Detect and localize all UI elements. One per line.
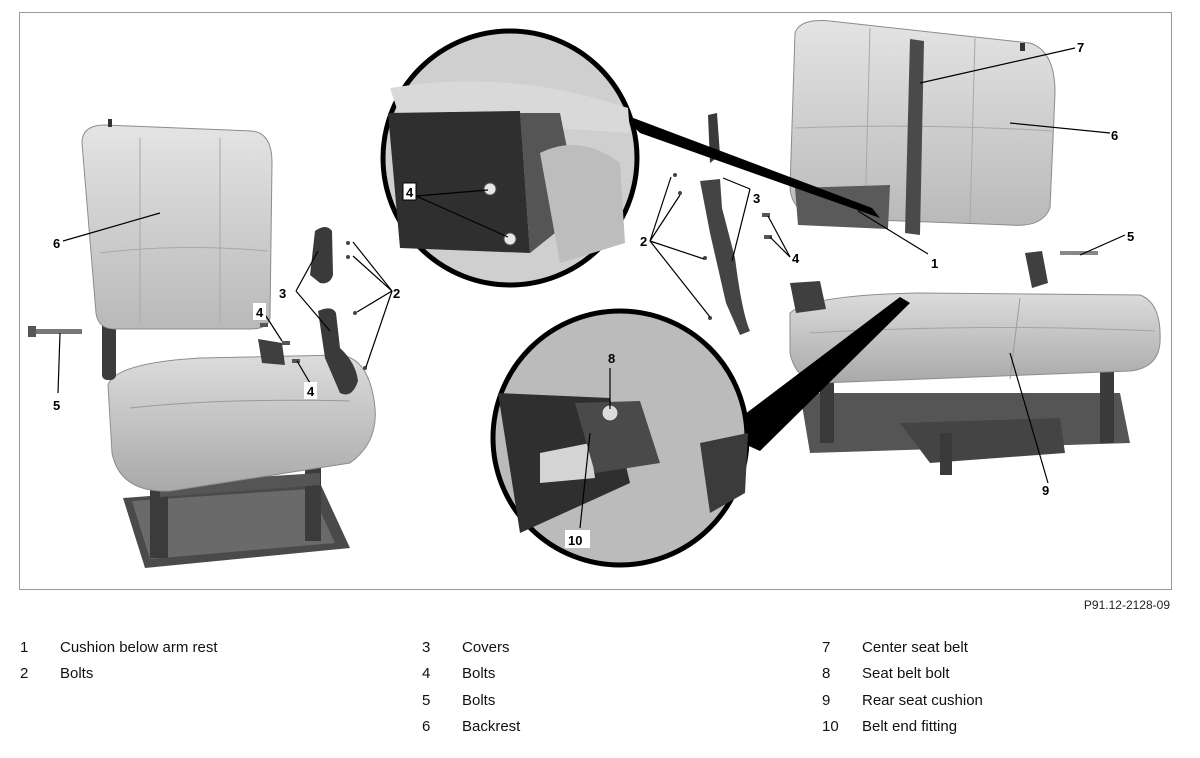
callout-8: 8	[608, 351, 615, 366]
leader-lines	[57, 47, 1126, 529]
legend-item: 3 Covers	[422, 634, 520, 661]
figure-frame: 1 2 2 3 3 4 4 4 4 5 5 6 6 7 8 9 10	[19, 12, 1172, 590]
legend-label: Bolts	[60, 665, 94, 683]
bench-seat	[673, 20, 1161, 475]
callout-4-right: 4	[792, 251, 800, 266]
callout-6-right: 6	[1111, 128, 1118, 143]
legend-number: 10	[822, 718, 839, 736]
legend-item: 4 Bolts	[422, 661, 520, 688]
seat-diagram: 1 2 2 3 3 4 4 4 4 5 5 6 6 7 8 9 10	[28, 20, 1161, 568]
legend-item: 8 Seat belt bolt	[822, 661, 983, 688]
legend-item: 5 Bolts	[422, 687, 520, 714]
legend-item: 7 Center seat belt	[822, 634, 983, 661]
callout-6-left: 6	[53, 236, 60, 251]
legend-column-2: 3 Covers 4 Bolts 5 Bolts 6 Backrest	[422, 634, 520, 740]
callout-5-right: 5	[1127, 229, 1134, 244]
legend-label: Belt end fitting	[862, 718, 958, 736]
legend-column-1: 1 Cushion below arm rest 2 Bolts	[20, 634, 218, 687]
callout-4-left-upper: 4	[256, 305, 264, 320]
detail-magnifier-bottom	[490, 297, 910, 568]
callout-2-left: 2	[393, 286, 400, 301]
legend-item: 9 Rear seat cushion	[822, 687, 983, 714]
legend-item: 6 Backrest	[422, 714, 520, 741]
callout-3-right: 3	[753, 191, 760, 206]
legend-label: Rear seat cushion	[862, 691, 983, 709]
legend-item: 1 Cushion below arm rest	[20, 634, 218, 661]
legend-label: Bolts	[462, 691, 496, 709]
legend-item: 2 Bolts	[20, 661, 218, 688]
legend-label: Center seat belt	[862, 638, 968, 656]
legend-item: 10 Belt end fitting	[822, 714, 983, 741]
legend-number: 1	[20, 638, 29, 656]
callout-5-left: 5	[53, 398, 60, 413]
callout-4-detail: 4	[406, 185, 414, 200]
callout-9: 9	[1042, 483, 1049, 498]
legend-label: Covers	[462, 638, 510, 656]
callout-10: 10	[568, 533, 582, 548]
legend-number: 7	[822, 638, 831, 656]
callout-3-left: 3	[279, 286, 286, 301]
legend-column-3: 7 Center seat belt 8 Seat belt bolt 9 Re…	[822, 634, 983, 740]
callouts: 1 2 2 3 3 4 4 4 4 5 5 6 6 7 8 9 10	[53, 40, 1134, 548]
callout-4-left-lower: 4	[307, 384, 315, 399]
legend-label: Backrest	[462, 718, 521, 736]
legend-label: Seat belt bolt	[862, 665, 950, 683]
legend-number: 4	[422, 665, 431, 683]
legend-label: Bolts	[462, 665, 496, 683]
detail-magnifier-top	[380, 28, 880, 288]
callout-7: 7	[1077, 40, 1084, 55]
single-seat	[28, 119, 376, 568]
figure-code: P91.12-2128-09	[1083, 598, 1170, 612]
legend-number: 2	[20, 665, 29, 683]
legend-number: 6	[422, 718, 431, 736]
callout-2-right: 2	[640, 234, 647, 249]
legend-number: 5	[422, 691, 431, 709]
legend-label: Cushion below arm rest	[60, 638, 218, 656]
legend-number: 9	[822, 691, 831, 709]
legend-number: 8	[822, 665, 831, 683]
legend-number: 3	[422, 638, 431, 656]
callout-1: 1	[931, 256, 938, 271]
